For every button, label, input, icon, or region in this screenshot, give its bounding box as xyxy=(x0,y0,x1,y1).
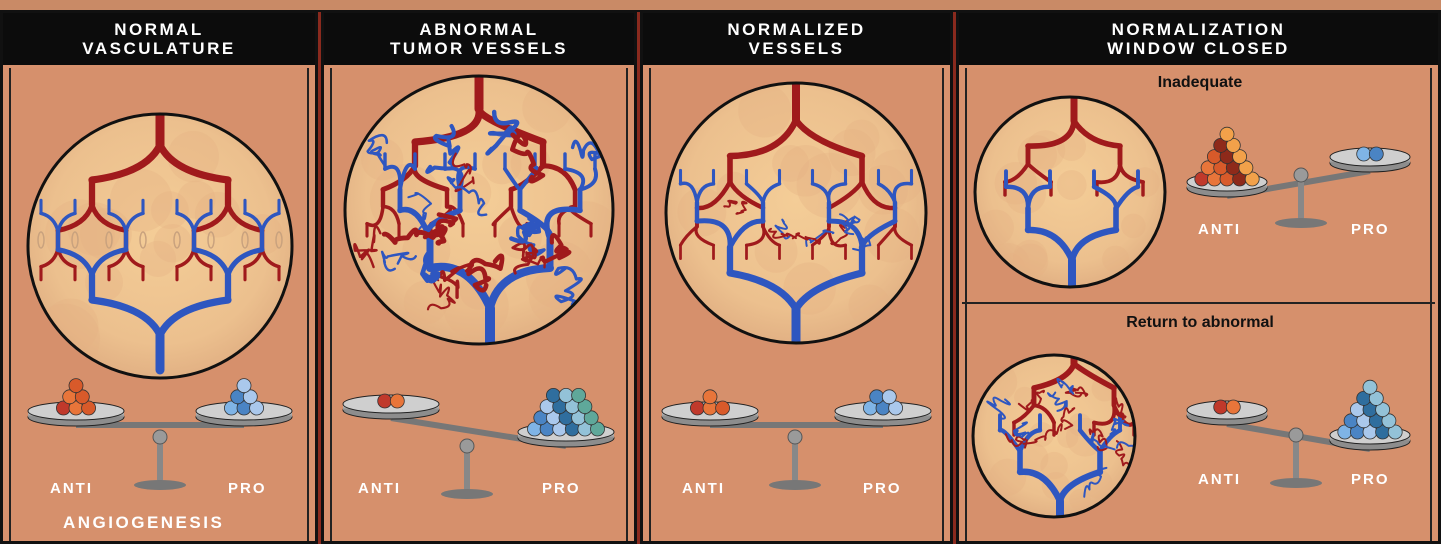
tissue-blotch xyxy=(1013,243,1048,278)
tissue-blotch xyxy=(1040,452,1067,479)
tissue-blotch xyxy=(151,191,189,229)
return-to-abnormal-label: Return to abnormal xyxy=(1060,314,1340,332)
balance-pivot xyxy=(788,430,802,444)
pro-label: PRO xyxy=(863,480,902,497)
balance-pivot xyxy=(460,439,474,453)
anti-factors xyxy=(690,390,729,415)
factor-ball xyxy=(237,379,251,393)
balance-base xyxy=(1275,218,1327,228)
balance-base xyxy=(1270,478,1322,488)
factor-ball xyxy=(1226,400,1240,414)
angiogenesis-label: ANGIOGENESIS xyxy=(63,513,224,533)
pro-label: PRO xyxy=(1351,471,1390,488)
tissue-blotch xyxy=(1026,130,1066,170)
factor-ball xyxy=(390,394,404,408)
inadequate-label: Inadequate xyxy=(1100,74,1300,92)
balance-base xyxy=(441,489,493,499)
factor-ball xyxy=(69,379,83,393)
balance-base xyxy=(769,480,821,490)
factor-ball xyxy=(1357,147,1371,161)
factor-ball xyxy=(378,394,392,408)
balance-normalized xyxy=(710,425,883,490)
vessel-circle-inadequate xyxy=(975,96,1165,290)
tissue-blotch xyxy=(1121,214,1146,239)
vessel-circle-abnormal xyxy=(345,76,625,348)
pro-factors xyxy=(224,379,263,415)
anti-factors xyxy=(1195,127,1259,186)
vessel-circle-normalized xyxy=(666,83,926,345)
factor-ball xyxy=(1369,147,1383,161)
factor-ball xyxy=(716,401,730,415)
pro-factors xyxy=(1338,380,1402,439)
factor-ball xyxy=(559,388,573,402)
tissue-blotch xyxy=(153,224,192,263)
anti-label: ANTI xyxy=(1198,221,1241,238)
anti-factors xyxy=(56,379,95,415)
balance-pivot xyxy=(153,430,167,444)
pro-factors xyxy=(863,390,902,415)
pro-label: PRO xyxy=(228,480,267,497)
factor-ball xyxy=(546,388,560,402)
balance-base xyxy=(134,480,186,490)
pro-label: PRO xyxy=(542,480,581,497)
tissue-blotch xyxy=(1057,170,1087,200)
factor-ball xyxy=(703,390,717,404)
anti-label: ANTI xyxy=(358,480,401,497)
balance-normal xyxy=(76,425,244,490)
vessel-circle-normal xyxy=(28,110,292,378)
factor-ball xyxy=(870,390,884,404)
anti-label: ANTI xyxy=(682,480,725,497)
factor-ball xyxy=(1363,380,1377,394)
factor-ball xyxy=(882,390,896,404)
pro-label: PRO xyxy=(1351,221,1390,238)
factor-ball xyxy=(572,388,586,402)
balance-pivot xyxy=(1289,428,1303,442)
balance-pivot xyxy=(1294,168,1308,182)
factor-ball xyxy=(1214,400,1228,414)
vessel-circle-return-abnormal xyxy=(973,340,1155,530)
anti-label: ANTI xyxy=(1198,471,1241,488)
factor-ball xyxy=(1220,127,1234,141)
pro-factors xyxy=(528,388,605,436)
anti-label: ANTI xyxy=(50,480,93,497)
factor-ball xyxy=(690,401,704,415)
